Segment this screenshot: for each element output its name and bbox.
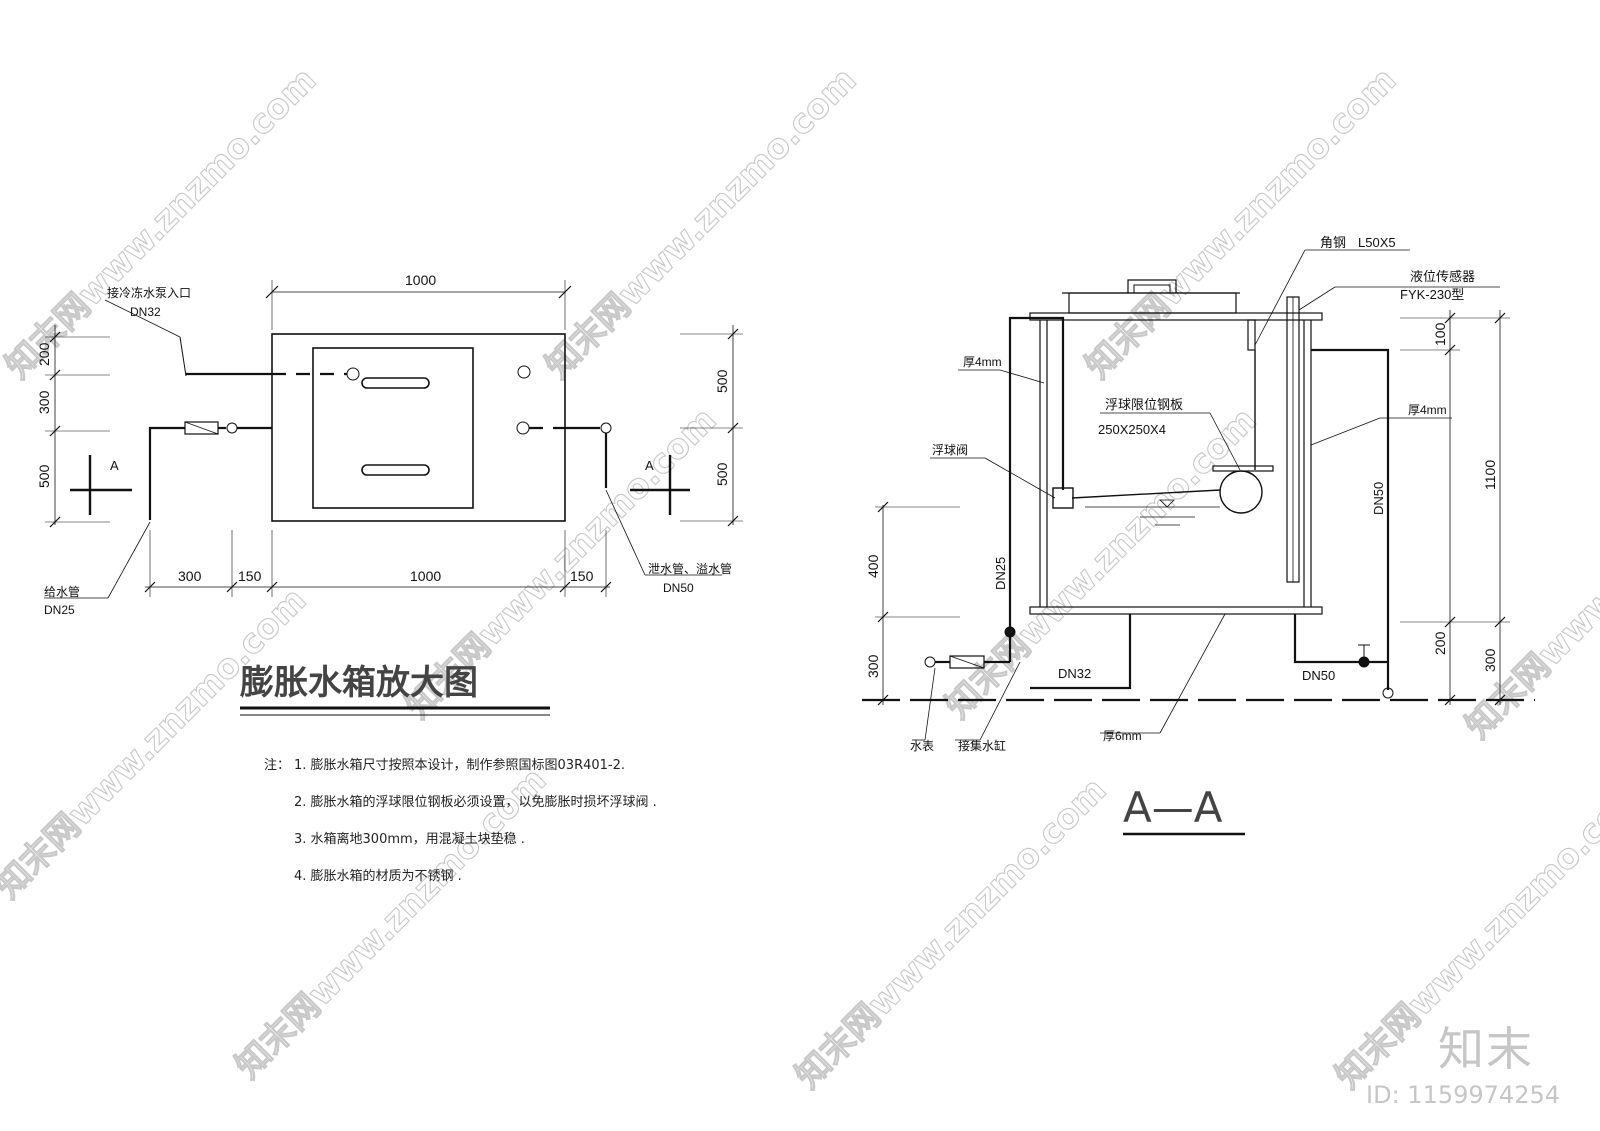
dim-bottom-1000: 1000	[410, 568, 441, 584]
label-float-valve: 浮球阀	[932, 443, 968, 457]
plan-view	[44, 280, 743, 716]
label-thick-bottom: 厚6mm	[1103, 729, 1142, 743]
label-sensor: 液位传感器	[1410, 269, 1475, 284]
dim-1100: 1100	[1482, 460, 1498, 490]
label-thick-left: 厚4mm	[963, 355, 1002, 369]
leader-thick-bottom	[1159, 613, 1226, 734]
inlet-port	[346, 367, 360, 381]
tank-top-rim	[1029, 312, 1323, 321]
dim-bottom-150-left: 150	[238, 568, 262, 584]
note-item-4: 4. 膨胀水箱的材质为不锈钢 .	[294, 869, 462, 884]
section-label-left: A	[110, 458, 119, 473]
drain-pipe-dn32	[1030, 614, 1132, 690]
supply-pipe	[148, 426, 185, 520]
supply-pipe-section	[1008, 316, 1065, 662]
brand-id: ID: 1159974254	[1366, 1081, 1560, 1109]
note-item-3: 3. 水箱离地300mm，用混凝土块垫稳 .	[294, 832, 525, 847]
dim-left-500: 500	[36, 464, 52, 488]
label-collector: 接集水缸	[958, 738, 1006, 753]
section-texts: 角钢 L50X5 液位传感器 FYK-230型 厚4mm 厚4mm 浮球限位钢板…	[865, 235, 1498, 832]
dim-100: 100	[1432, 322, 1448, 346]
leader-float-valve	[984, 457, 1056, 499]
supply-valve	[1004, 626, 1016, 638]
plan-title: 膨胀水箱放大图	[239, 663, 478, 703]
leader-thick-left	[999, 369, 1045, 384]
vent-port	[517, 365, 531, 379]
dim-bottom-300: 300	[178, 568, 202, 584]
dim-right-500-top: 500	[714, 369, 730, 393]
dim-left-200: 200	[36, 342, 52, 366]
note-item-1: 1. 膨胀水箱尺寸按照本设计，制作参照国标图03R401-2.	[294, 758, 626, 773]
leader-meter	[924, 667, 936, 741]
watermark-text: 知末网www.znzmo.com	[938, 400, 1264, 726]
label-drain-size: DN50	[663, 581, 694, 595]
leader-plate	[1209, 412, 1241, 471]
notes-prefix: 注：	[264, 758, 291, 773]
section-title: A—A	[1123, 783, 1223, 832]
label-supply: 给水管	[44, 584, 80, 599]
angle-steel	[1247, 319, 1256, 351]
label-supply-size: DN25	[44, 603, 75, 617]
section-view	[862, 249, 1535, 836]
watermark-text: 知末网www.znzmo.com	[538, 60, 864, 386]
label-thick-right: 厚4mm	[1408, 403, 1447, 417]
dim-400: 400	[865, 554, 881, 578]
watermark-text: 知末网www.znzmo.com	[0, 580, 314, 906]
drain-pipe-dn50	[1293, 614, 1388, 664]
tank-bottom	[1029, 606, 1323, 615]
dim-top-label: 1000	[405, 272, 436, 288]
inlet-leader	[179, 336, 187, 377]
label-dn25: DN25	[993, 557, 1008, 590]
dim-left-300: 300	[36, 390, 52, 414]
section-label-right: A	[645, 458, 654, 473]
label-dn50-bottom: DN50	[1302, 668, 1335, 683]
label-plate-size: 250X250X4	[1098, 422, 1166, 437]
supply-leader	[107, 521, 151, 599]
watermark-text: 知末网www.znzmo.com	[1458, 420, 1600, 746]
label-sensor-model: FYK-230型	[1400, 287, 1464, 302]
manhole-cover	[312, 347, 474, 509]
overflow-pipe-dn50	[1311, 348, 1390, 690]
label-inlet: 接冷冻水泵入口	[107, 285, 191, 300]
plan-texts: 1000 200 300 500 500 500 300 150 1000 15…	[36, 272, 732, 703]
label-angle-steel: 角钢	[1320, 235, 1346, 250]
label-plate: 浮球限位钢板	[1105, 397, 1183, 412]
valve	[226, 422, 238, 434]
drain-leader	[605, 489, 646, 576]
tank-outline	[271, 333, 566, 522]
watermark-text: 知末网www.znzmo.com	[0, 60, 324, 386]
watermark-text: 知末网www.znzmo.com	[1078, 60, 1404, 386]
label-drain: 泄水管、溢水管	[648, 561, 732, 576]
watermark-text: 知末网www.znzmo.com	[788, 770, 1114, 1096]
dim-right-500-bottom: 500	[714, 462, 730, 486]
drain-port	[516, 421, 530, 435]
dim-bottom-150-right: 150	[570, 568, 594, 584]
leader-angle	[1254, 249, 1306, 346]
dim-300-right: 300	[1482, 648, 1498, 672]
label-meter: 水表	[910, 739, 934, 753]
brand-logo: 知末	[1438, 1022, 1534, 1076]
handle-slot	[361, 377, 430, 389]
float-arm	[1071, 489, 1221, 499]
float-ball	[1219, 470, 1263, 514]
label-dn50-right: DN50	[1371, 482, 1386, 515]
leader-thick-right	[1310, 417, 1381, 446]
label-dn32: DN32	[1058, 666, 1091, 681]
label-angle-size: L50X5	[1358, 235, 1396, 250]
leader-collector	[979, 661, 1021, 741]
dim-300-left: 300	[865, 654, 881, 678]
handle-slot	[361, 464, 430, 476]
lid-handle	[1127, 279, 1177, 293]
leader-sensor	[1298, 286, 1336, 311]
dim-200: 200	[1432, 631, 1448, 655]
label-inlet-size: DN32	[130, 305, 161, 319]
float-valve	[1052, 487, 1074, 509]
note-item-2: 2. 膨胀水箱的浮球限位钢板必须设置，以免膨胀时损坏浮球阀 .	[294, 795, 657, 810]
